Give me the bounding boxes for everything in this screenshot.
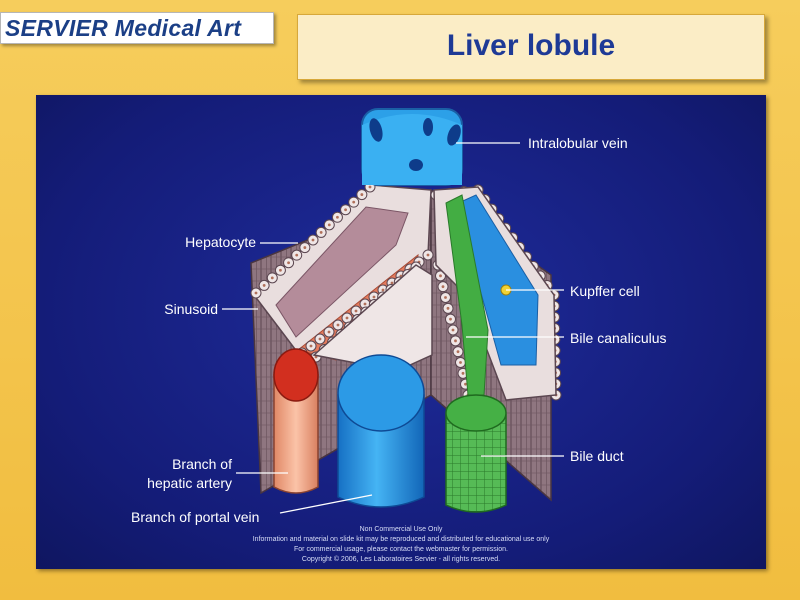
label-kupffer-cell: Kupffer cell xyxy=(570,283,640,299)
brand-name: SERVIER Medical Art xyxy=(5,15,242,41)
hepatocyte-nucleus xyxy=(354,309,358,313)
label-portal-vein: Branch of portal vein xyxy=(131,509,260,525)
hepatocyte-nucleus xyxy=(441,285,445,289)
label-hepatic-artery-line2: hepatic artery xyxy=(147,475,232,491)
hepatocyte-nucleus xyxy=(439,274,442,278)
hepatocyte-nucleus xyxy=(318,337,322,341)
hepatocyte-nucleus xyxy=(345,316,349,320)
intralobular-vein xyxy=(361,108,463,186)
hepatocyte-nucleus xyxy=(449,317,452,321)
hepatocyte-nucleus xyxy=(456,350,460,354)
label-hepatic-artery-line1: Branch of xyxy=(172,456,232,472)
label-pointer-lines xyxy=(222,142,564,514)
hepatic-artery-branch xyxy=(273,348,319,494)
hepatocyte-nucleus xyxy=(262,284,266,287)
hepatocyte-nucleus xyxy=(454,339,457,343)
hepatocyte-nucleus xyxy=(336,215,339,219)
hepatocyte-nucleus xyxy=(254,291,258,295)
hepatocyte-nucleus xyxy=(303,246,307,249)
footer-line-4: Copyright © 2006, Les Laboratoires Servi… xyxy=(301,556,501,563)
hepatocyte-nucleus xyxy=(459,361,462,364)
footer-line-2: Information and material on slide kit ma… xyxy=(252,536,550,543)
liver-lobule-illustration xyxy=(222,108,564,514)
hepatocyte-nucleus xyxy=(352,200,356,204)
hepatocyte-plate-right xyxy=(433,186,557,401)
hepatocyte-nucleus xyxy=(336,323,340,327)
hepatocyte-nucleus xyxy=(461,371,465,375)
hepatocyte-nucleus xyxy=(372,295,376,299)
hepatocyte-nucleus xyxy=(309,344,313,348)
hepatocyte-nucleus xyxy=(381,288,385,292)
hepatocyte-nucleus xyxy=(344,208,347,212)
footer-line-1: Non Commercial Use Only xyxy=(359,526,443,533)
hepatocyte-nucleus xyxy=(368,185,372,189)
portal-vein-branch xyxy=(337,354,425,508)
slide-title: Liver lobule xyxy=(446,29,616,62)
label-bile-canaliculus: Bile canaliculus xyxy=(570,330,667,346)
hepatocyte-nucleus xyxy=(446,306,450,310)
label-intralobular-vein: Intralobular vein xyxy=(528,135,628,151)
hepatocyte-nucleus xyxy=(270,276,274,280)
pointer-portal-vein xyxy=(279,494,373,514)
hepatocyte-nucleus xyxy=(319,231,323,234)
servier-logo: SERVIER Medical Art xyxy=(0,12,274,44)
hepatocyte-nucleus xyxy=(360,193,364,196)
hepatocyte-nucleus xyxy=(311,238,315,242)
hepatocyte-nucleus xyxy=(295,253,299,257)
hepatocyte-nucleus xyxy=(464,382,467,386)
label-bile-duct: Bile duct xyxy=(570,448,624,464)
hepatocyte-nucleus xyxy=(390,281,394,285)
label-hepatocyte: Hepatocyte xyxy=(185,234,256,250)
hepatocyte-nucleus xyxy=(426,253,430,257)
hepatocyte-nucleus xyxy=(287,261,290,265)
hepatocyte-nucleus xyxy=(327,223,331,227)
label-sinusoid: Sinusoid xyxy=(164,301,218,317)
footer-line-3: For commercial usage, please contact the… xyxy=(294,546,508,553)
copyright-footer: Non Commercial Use Only Information and … xyxy=(36,525,766,565)
hepatocyte-nucleus xyxy=(279,268,282,272)
hepatocyte-nucleus xyxy=(451,328,455,332)
title-box: Liver lobule xyxy=(297,14,765,80)
hepatocyte-nucleus xyxy=(327,330,331,334)
hepatocyte-nucleus xyxy=(444,296,447,299)
hepatocyte-nucleus xyxy=(363,302,367,306)
bile-duct xyxy=(445,394,507,513)
diagram-panel: Intralobular vein Hepatocyte Kupffer cel… xyxy=(36,95,766,569)
hepatocyte-nucleus xyxy=(314,355,318,359)
